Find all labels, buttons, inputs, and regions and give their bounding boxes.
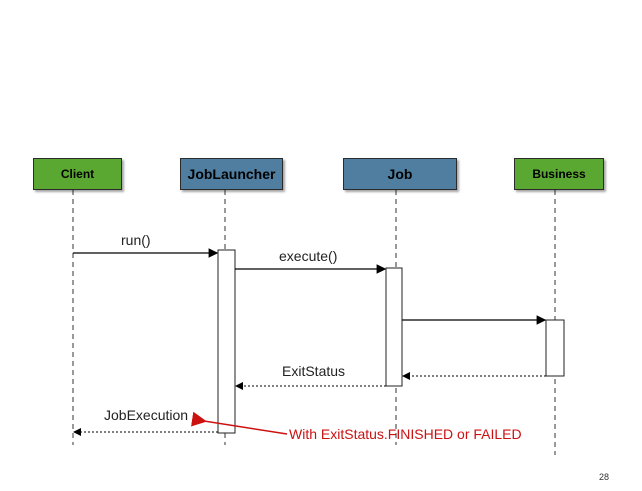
jobexecution-label: JobExecution bbox=[104, 407, 189, 423]
joblauncher-activation bbox=[217, 249, 236, 434]
note-arrow bbox=[190, 411, 288, 435]
job-activation bbox=[385, 267, 403, 387]
business-activation bbox=[545, 319, 565, 377]
job-box: Job bbox=[343, 158, 457, 190]
run-label: run() bbox=[121, 232, 151, 248]
page-number: 28 bbox=[599, 472, 610, 482]
client-box: Client bbox=[33, 158, 122, 190]
execute-label: execute() bbox=[279, 248, 338, 264]
business-box: Business bbox=[514, 158, 604, 190]
joblauncher-box: JobLauncher bbox=[180, 158, 283, 190]
exitstatus-label: ExitStatus bbox=[282, 363, 346, 379]
business-label: Business bbox=[532, 167, 586, 181]
client-label: Client bbox=[60, 167, 95, 181]
joblauncher-label: JobLauncher bbox=[187, 166, 276, 182]
job-label: Job bbox=[387, 166, 413, 182]
exit-status-note: With ExitStatus.FINISHED or FAILED bbox=[289, 426, 522, 442]
